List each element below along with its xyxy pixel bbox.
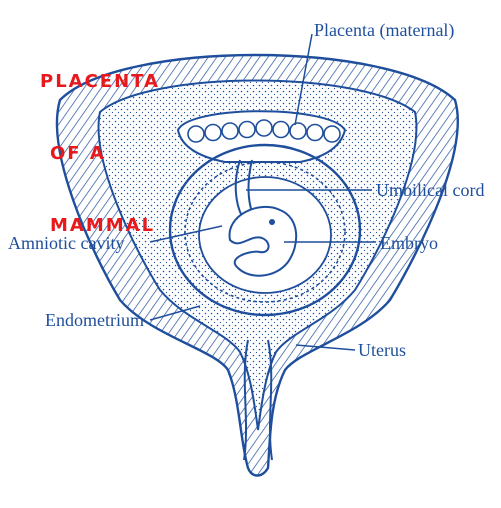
label-umbilical-cord: Umbilical cord	[376, 180, 485, 200]
villus	[238, 120, 256, 139]
villus	[289, 122, 307, 140]
cervical-canal	[243, 339, 273, 461]
amnion	[184, 161, 346, 303]
label-amniotic-cavity: Amniotic cavity	[8, 233, 125, 253]
embryo-eye	[269, 219, 275, 225]
leader-placenta	[294, 33, 313, 126]
chorion	[168, 143, 362, 317]
title-line-2: OF A	[50, 143, 106, 164]
villus	[272, 120, 290, 139]
embryo	[228, 205, 298, 277]
villus	[255, 119, 273, 137]
diagram-title: PLACENTA OF A MAMMAL	[40, 22, 160, 286]
leader-endometrium	[149, 305, 201, 321]
label-uterus: Uterus	[358, 340, 406, 360]
villus	[204, 123, 222, 142]
villus	[323, 125, 341, 143]
leader-amniotic-cavity	[149, 225, 223, 243]
villus	[306, 123, 324, 142]
title-line-1: PLACENTA	[40, 71, 160, 92]
title-line-3: MAMMAL	[50, 215, 156, 236]
leader-uterus	[295, 344, 356, 351]
villi-bumps	[187, 119, 341, 143]
villus	[187, 125, 205, 143]
villus	[221, 122, 239, 140]
label-embryo: Embryo	[380, 233, 438, 253]
label-endometrium: Endometrium	[45, 310, 144, 330]
label-placenta-maternal: Placenta (maternal)	[314, 20, 455, 40]
